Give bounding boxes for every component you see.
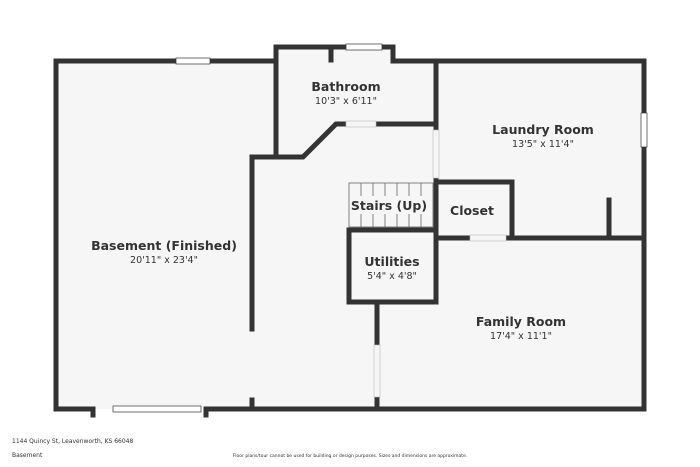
utilities-wall — [346, 227, 439, 305]
room-dim-laundry: 13'5" x 11'4" — [512, 139, 574, 150]
closet-wall — [433, 179, 515, 241]
window — [112, 405, 202, 413]
room-dim-basement: 20'11" x 23'4" — [130, 255, 198, 266]
room-name-utilities: Utilities — [364, 254, 419, 269]
windows — [112, 43, 648, 413]
room-dim-bathroom: 10'3" x 6'11" — [315, 96, 377, 107]
disclaimer-text: Floor plans/tour cannot be used for buil… — [232, 454, 468, 459]
doorway — [345, 120, 377, 128]
room-name-bathroom: Bathroom — [311, 79, 380, 94]
doorway — [432, 129, 440, 179]
floor-level-label: Basement — [12, 452, 43, 459]
window — [640, 112, 648, 148]
doorway — [373, 344, 381, 398]
stairs-label-backdrop — [352, 196, 424, 214]
room-name-laundry: Laundry Room — [492, 122, 594, 137]
room-name-basement: Basement (Finished) — [91, 238, 237, 253]
room-name-stairs: Stairs (Up) — [351, 198, 427, 213]
basement-inner-wall — [249, 154, 279, 332]
doorway — [469, 234, 507, 242]
openings — [345, 120, 507, 398]
room-dim-family: 17'4" x 11'1" — [490, 331, 552, 342]
room-name-closet: Closet — [450, 203, 494, 218]
room-dim-utilities: 5'4" x 4'8" — [367, 271, 417, 282]
room-name-family: Family Room — [476, 314, 566, 329]
address-text: 1144 Quincy St, Leavenworth, KS 66048 — [12, 438, 134, 445]
window — [345, 43, 383, 51]
window — [175, 57, 211, 65]
outer-wall — [53, 44, 647, 412]
